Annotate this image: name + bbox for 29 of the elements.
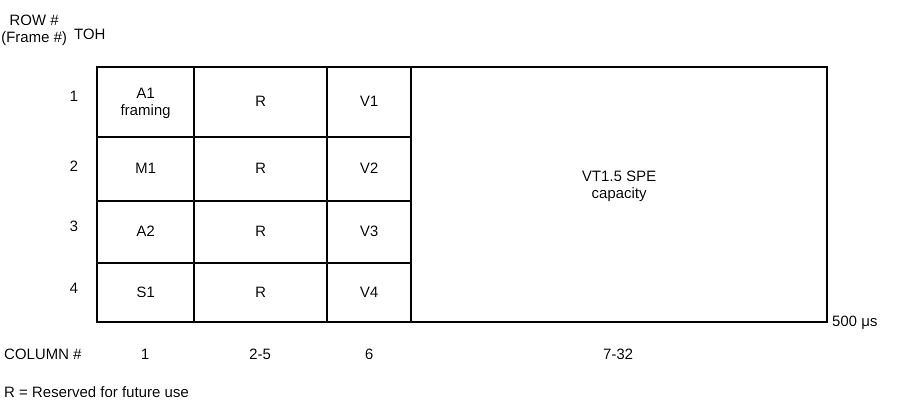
row-number: 2 xyxy=(70,158,78,176)
cell-text: VT1.5 SPE capacity xyxy=(580,168,658,202)
row-number: 4 xyxy=(70,280,78,298)
cell-text: V2 xyxy=(360,160,378,178)
grid-cell xyxy=(96,66,195,138)
cell-text: S1 xyxy=(136,284,155,302)
duration-label: 500 μs xyxy=(832,313,878,330)
cell-text: M1 xyxy=(135,160,156,178)
cell-text: V1 xyxy=(360,93,378,111)
cell-text: V3 xyxy=(360,223,378,241)
row-number: 3 xyxy=(70,218,78,236)
column-number: 1 xyxy=(140,346,150,364)
cell-text: R xyxy=(255,93,266,111)
cell-text: A2 xyxy=(136,223,155,241)
axis-title: ROW # (Frame #) xyxy=(1,12,67,46)
cell-text: R xyxy=(255,223,266,241)
grid-cell xyxy=(96,262,195,323)
column-number: 6 xyxy=(364,346,374,364)
row-number: 1 xyxy=(70,88,78,106)
column-group-label: TOH xyxy=(74,26,106,44)
cell-text: A1 framing xyxy=(119,84,172,120)
cell-text: V4 xyxy=(360,284,378,302)
cell-text: R xyxy=(255,160,266,178)
cell-text: R xyxy=(255,284,266,302)
payload-area xyxy=(410,66,828,323)
note: R = Reserved for future use xyxy=(4,384,189,402)
axis-title: COLUMN # xyxy=(4,346,82,364)
column-number: 2-5 xyxy=(249,346,271,364)
column-number: 7-32 xyxy=(602,346,634,364)
